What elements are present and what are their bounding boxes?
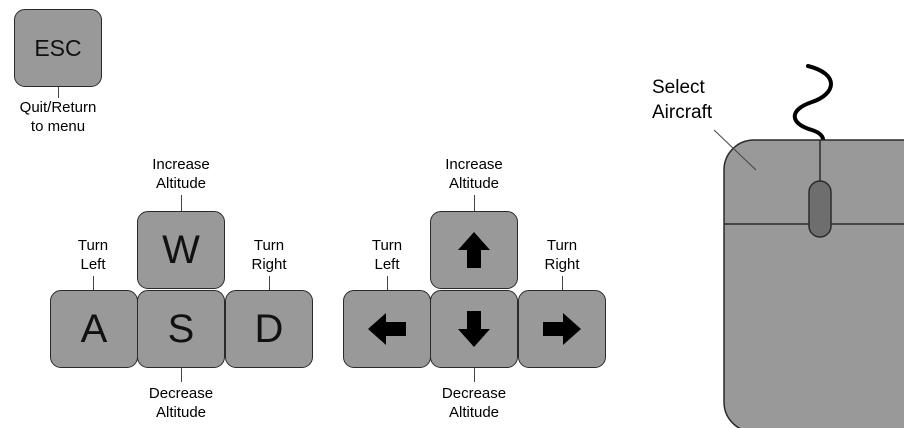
right-arrow-description: Turn Right: [544, 237, 580, 273]
d-key: D: [225, 290, 313, 368]
esc-tick: [58, 87, 59, 98]
s-key: S: [137, 290, 225, 368]
w-key: W: [137, 211, 225, 289]
a-key: A: [50, 290, 138, 368]
w-description: Increase Altitude: [152, 156, 210, 192]
down-arrow-tick: [474, 368, 475, 382]
up-arrow-key: [430, 211, 518, 289]
down-arrow-description: Decrease Altitude: [441, 385, 507, 421]
arrow-up-icon: [458, 232, 490, 268]
a-description: Turn Left: [77, 237, 109, 273]
up-arrow-description: Increase Altitude: [445, 156, 503, 192]
mouse-body: [723, 139, 904, 428]
arrow-left-icon: [368, 313, 406, 345]
scroll-wheel: [808, 180, 832, 238]
esc-description: Quit/Return to menu: [19, 99, 97, 135]
up-arrow-tick: [474, 195, 475, 211]
mouse-description: Select Aircraft: [652, 77, 713, 123]
esc-key: ESC: [14, 9, 102, 87]
a-tick: [93, 276, 94, 290]
right-arrow-key: [518, 290, 606, 368]
left-arrow-tick: [387, 276, 388, 290]
esc-key-label: ESC: [34, 34, 82, 61]
d-tick: [269, 276, 270, 290]
down-arrow-key: [430, 290, 518, 368]
mouse-illustration: [713, 64, 904, 428]
left-arrow-description: Turn Left: [371, 237, 403, 273]
d-description: Turn Right: [251, 237, 287, 273]
arrow-down-icon: [458, 311, 490, 347]
s-tick: [181, 368, 182, 382]
arrow-right-icon: [543, 313, 581, 345]
left-arrow-key: [343, 290, 431, 368]
s-description: Decrease Altitude: [148, 385, 214, 421]
right-arrow-tick: [562, 276, 563, 290]
w-tick: [181, 195, 182, 211]
mouse-label-tick: [713, 129, 757, 171]
